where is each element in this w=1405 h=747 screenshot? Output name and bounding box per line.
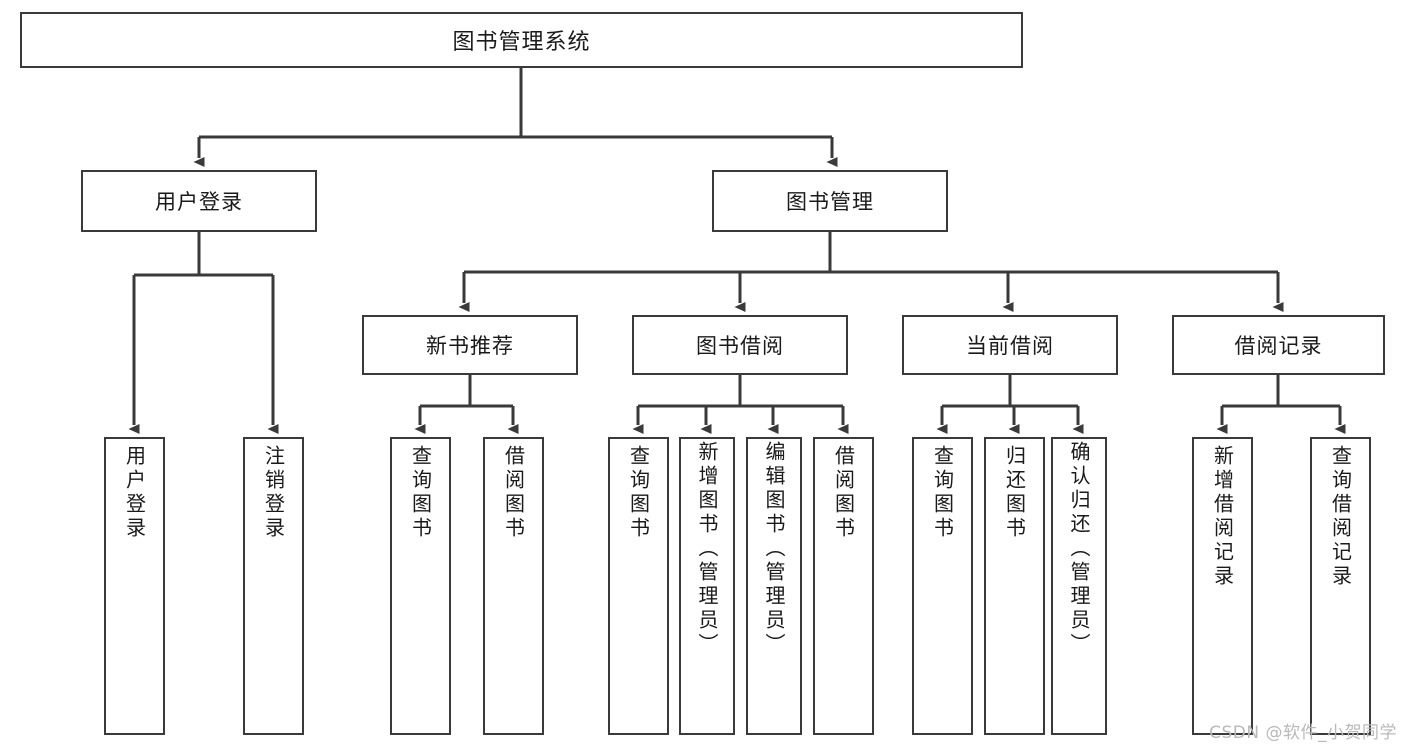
node-new-book-recommend[interactable]: 新书推荐: [362, 315, 578, 375]
node-leaf-confirm-return-label: 确认归还（管理员）: [1067, 441, 1091, 657]
node-new-book-recommend-label: 新书推荐: [426, 334, 514, 358]
node-leaf-query-book-3-label: 查询图书: [930, 445, 955, 541]
node-leaf-return-book-label: 归还图书: [1002, 445, 1027, 541]
node-leaf-edit-book-label: 编辑图书（管理员）: [762, 441, 786, 657]
node-leaf-edit-book[interactable]: 编辑图书（管理员）: [746, 437, 802, 735]
node-leaf-query-book-1[interactable]: 查询图书: [390, 437, 451, 735]
csdn-watermark: CSDN @软件_小贺同学: [1209, 723, 1397, 743]
node-book-borrow-label: 图书借阅: [696, 334, 784, 358]
node-book-borrow[interactable]: 图书借阅: [632, 315, 848, 375]
node-leaf-borrow-book-2-label: 借阅图书: [831, 445, 856, 541]
node-borrow-record[interactable]: 借阅记录: [1172, 315, 1385, 375]
node-leaf-user-logout[interactable]: 注销登录: [243, 437, 304, 735]
node-user-login-label: 用户登录: [155, 190, 243, 214]
node-book-manage[interactable]: 图书管理: [712, 170, 948, 232]
node-leaf-add-book-label: 新增图书（管理员）: [695, 441, 719, 657]
node-book-manage-label: 图书管理: [786, 190, 874, 214]
node-leaf-add-book[interactable]: 新增图书（管理员）: [679, 437, 735, 735]
node-leaf-query-record[interactable]: 查询借阅记录: [1310, 437, 1371, 735]
node-leaf-borrow-book-1-label: 借阅图书: [501, 445, 526, 541]
node-current-borrow-label: 当前借阅: [966, 334, 1054, 358]
node-leaf-borrow-book-2[interactable]: 借阅图书: [813, 437, 874, 735]
node-leaf-add-record[interactable]: 新增借阅记录: [1192, 437, 1253, 735]
node-leaf-add-record-label: 新增借阅记录: [1210, 445, 1235, 589]
node-leaf-user-login[interactable]: 用户登录: [104, 437, 165, 735]
node-leaf-query-book-2[interactable]: 查询图书: [608, 437, 669, 735]
node-user-login[interactable]: 用户登录: [81, 170, 317, 232]
node-borrow-record-label: 借阅记录: [1234, 334, 1323, 358]
node-leaf-query-book-3[interactable]: 查询图书: [912, 437, 973, 735]
node-leaf-borrow-book-1[interactable]: 借阅图书: [483, 437, 544, 735]
node-leaf-query-book-1-label: 查询图书: [408, 445, 433, 541]
node-leaf-user-logout-label: 注销登录: [261, 445, 286, 541]
node-leaf-confirm-return[interactable]: 确认归还（管理员）: [1051, 437, 1107, 735]
node-leaf-query-record-label: 查询借阅记录: [1328, 445, 1353, 589]
node-root[interactable]: 图书管理系统: [20, 12, 1023, 68]
node-leaf-user-login-label: 用户登录: [122, 445, 147, 541]
node-leaf-return-book[interactable]: 归还图书: [984, 437, 1045, 735]
node-root-label: 图书管理系统: [452, 30, 591, 55]
node-current-borrow[interactable]: 当前借阅: [902, 315, 1118, 375]
node-leaf-query-book-2-label: 查询图书: [626, 445, 651, 541]
